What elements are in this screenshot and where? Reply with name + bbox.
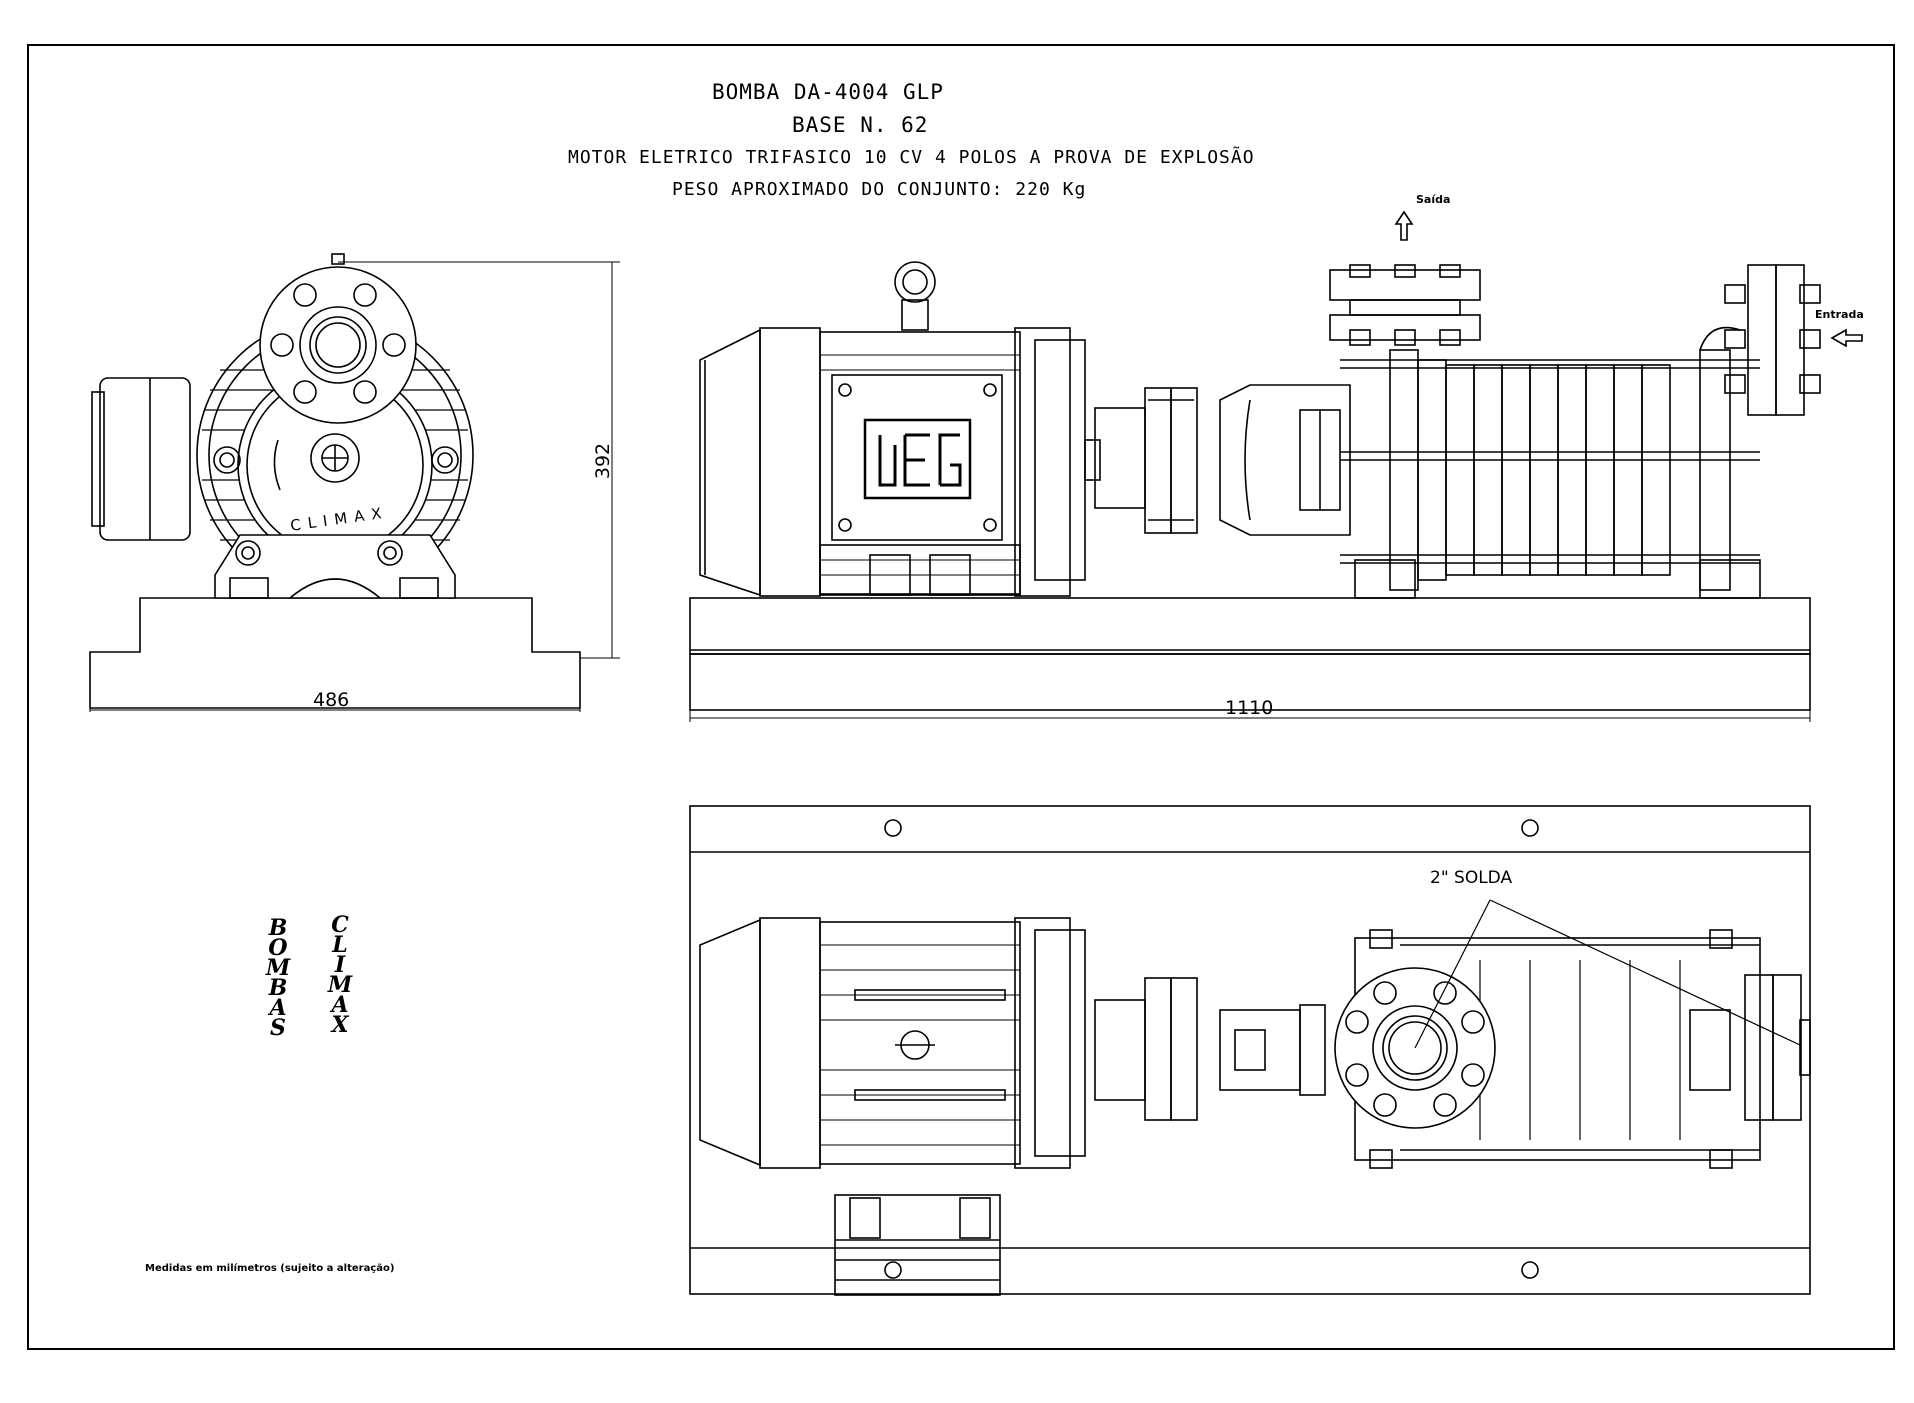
solda-leader-2 (1489, 899, 1801, 1046)
entrada-label: Entrada (1815, 308, 1864, 321)
title-weight: PESO APROXIMADO DO CONJUNTO: 220 Kg (672, 179, 1087, 200)
brand-vertical-climax: C L I M A X (327, 912, 353, 1038)
title-motor-spec: MOTOR ELETRICO TRIFASICO 10 CV 4 POLOS A… (568, 147, 1255, 168)
side-bearing-bracket (1219, 384, 1351, 536)
front-base (89, 597, 581, 709)
side-discharge-flange (1329, 269, 1481, 301)
side-motor-body (819, 331, 1021, 595)
measurement-note: Medidas em milímetros (sujeito a alteraç… (145, 1263, 395, 1274)
entrada-arrow (1830, 328, 1863, 348)
top-motor-fan-cover (699, 918, 761, 1167)
saida-arrow (1394, 210, 1414, 241)
front-motor-box (99, 377, 191, 541)
title-pump-model: BOMBA DA-4004 GLP (712, 80, 944, 104)
saida-label: Saída (1416, 193, 1451, 206)
side-view (689, 210, 1863, 722)
top-motor-body (819, 921, 1021, 1165)
side-eye-bolt (894, 261, 936, 303)
side-terminal-box (831, 374, 1003, 541)
dimension-front-width: 486 (313, 689, 350, 711)
top-base (689, 805, 1811, 1295)
top-view (689, 805, 1811, 1296)
title-base-number: BASE N. 62 (792, 113, 929, 137)
front-view (89, 253, 620, 712)
side-pump-stages (1417, 359, 1671, 581)
drawing-border (27, 44, 1895, 1350)
dimension-front-height: 392 (592, 442, 615, 480)
side-base (689, 597, 1811, 655)
side-suction-flange (1747, 264, 1777, 416)
solda-label: 2" SOLDA (1430, 868, 1513, 888)
side-coupling (1094, 407, 1146, 509)
dimension-side-length: 1110 (1225, 697, 1274, 719)
brand-vertical-bombas: B O M B A S (265, 915, 291, 1041)
solda-leader-1 (1414, 899, 1491, 1049)
front-top-flange (259, 266, 417, 424)
side-pump-suction-casing (1389, 349, 1419, 591)
side-motor-fan-cover (699, 328, 761, 597)
